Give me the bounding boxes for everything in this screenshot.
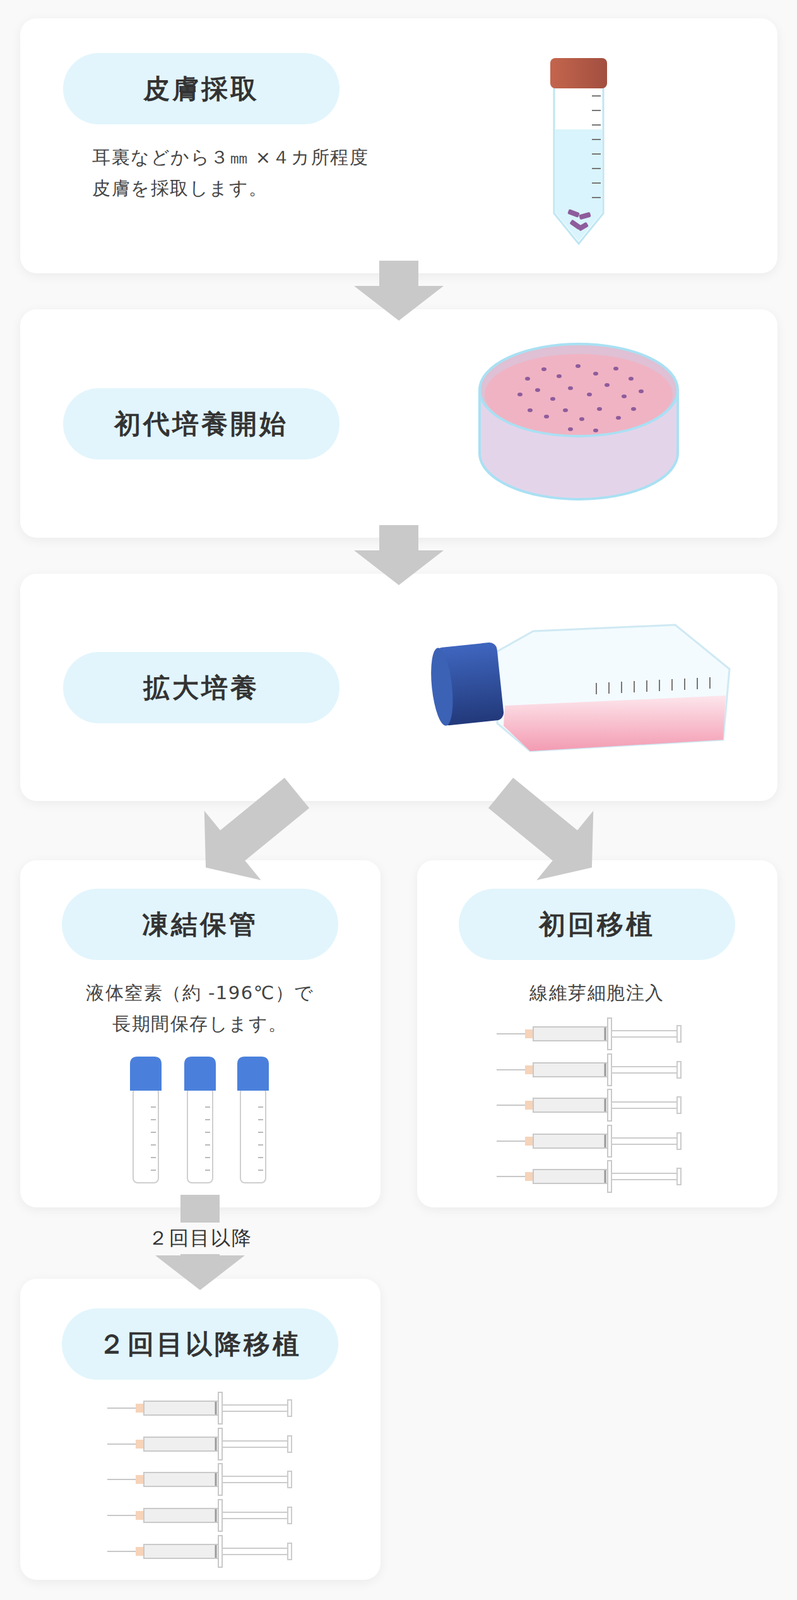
cryo-vial	[184, 1056, 216, 1183]
process-box: ２回目以降移植	[20, 1278, 381, 1580]
step-description: 液体窒素（約 -196℃）で 長期間保存します。	[54, 977, 346, 1040]
syringe-set-first	[496, 1017, 681, 1193]
flask-medium	[503, 695, 726, 751]
flow-arrow	[204, 777, 310, 880]
tube-body	[554, 87, 604, 244]
dish-medium	[484, 354, 673, 435]
skin-sample	[577, 222, 589, 232]
centrifuge-tube	[550, 58, 608, 244]
skin-sample	[567, 208, 580, 218]
step-heading: 初代培養開始	[63, 388, 340, 460]
cell-dots	[517, 364, 644, 433]
step-description: 耳裏などから３㎜ ×４カ所程度 皮膚を採取します。	[92, 141, 446, 205]
step-description: 線維芽細胞注入	[451, 977, 743, 1009]
step-heading: ２回目以降移植	[61, 1308, 339, 1380]
culture-flask	[427, 624, 730, 751]
flask-ticks	[596, 677, 710, 695]
syringe	[496, 1125, 681, 1157]
process-box: 拡大培養	[20, 573, 778, 801]
process-box: 凍結保管液体窒素（約 -196℃）で 長期間保存します。	[20, 860, 381, 1208]
tube-liquid	[555, 129, 603, 242]
syringe	[107, 1392, 292, 1424]
process-box: 初代培養開始	[20, 309, 778, 538]
dish-wall	[479, 389, 678, 500]
tube-cap	[550, 58, 608, 89]
cryo-vial	[237, 1056, 269, 1183]
syringe	[496, 1089, 681, 1121]
process-box: 皮膚採取耳裏などから３㎜ ×４カ所程度 皮膚を採取します。	[20, 18, 778, 274]
flow-arrow	[354, 525, 444, 585]
arrow-label: ２回目以降	[141, 1222, 259, 1254]
process-box: 初回移植線維芽細胞注入	[417, 860, 778, 1208]
step-heading: 拡大培養	[63, 651, 340, 724]
petri-dish	[479, 343, 678, 500]
dish-rim	[479, 343, 678, 437]
skin-sample	[569, 219, 582, 231]
step-heading: 皮膚採取	[63, 53, 340, 125]
syringe	[496, 1017, 681, 1050]
cryo-vials	[129, 1056, 269, 1183]
flask-cap-face	[427, 646, 457, 727]
syringe	[107, 1499, 292, 1531]
flow-arrow	[354, 260, 444, 321]
tube-ticks	[591, 95, 601, 198]
flask-body	[497, 624, 730, 751]
syringe-set-later	[107, 1392, 292, 1567]
flow-arrow	[155, 1194, 245, 1290]
skin-sample	[578, 212, 591, 220]
syringe	[107, 1535, 292, 1567]
syringe	[107, 1463, 292, 1495]
syringe	[496, 1160, 681, 1193]
syringe	[496, 1053, 681, 1086]
syringe	[107, 1428, 292, 1460]
step-heading: 初回移植	[458, 888, 736, 960]
step-heading: 凍結保管	[61, 888, 339, 960]
flask-cap	[434, 641, 505, 727]
cryo-vial	[129, 1056, 162, 1183]
flow-arrow	[488, 777, 594, 880]
